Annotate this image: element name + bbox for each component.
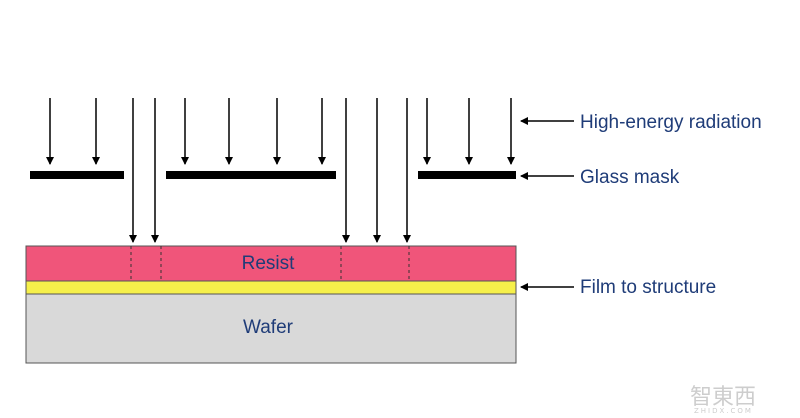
radiation-label: High-energy radiation [580, 112, 762, 133]
film-label: Film to structure [580, 277, 716, 298]
watermark-sub: ZHIDX.COM [694, 407, 753, 415]
mask-label: Glass mask [580, 167, 680, 188]
resist-layer [25, 245, 517, 282]
watermark: 智東西 ZHIDX.COM [690, 385, 756, 415]
mask-segment [166, 171, 336, 179]
resist-label: Resist [242, 253, 296, 274]
watermark-logo: 智東西 [690, 385, 756, 410]
mask-segment [30, 171, 124, 179]
callout-arrows [520, 117, 574, 291]
glass-mask [30, 171, 516, 179]
wafer-label: Wafer [243, 317, 294, 338]
wafer-layer [25, 293, 517, 364]
film-layer [25, 280, 517, 295]
mask-segment [418, 171, 516, 179]
radiation-arrows [46, 98, 515, 243]
wafer-stack [25, 245, 517, 364]
